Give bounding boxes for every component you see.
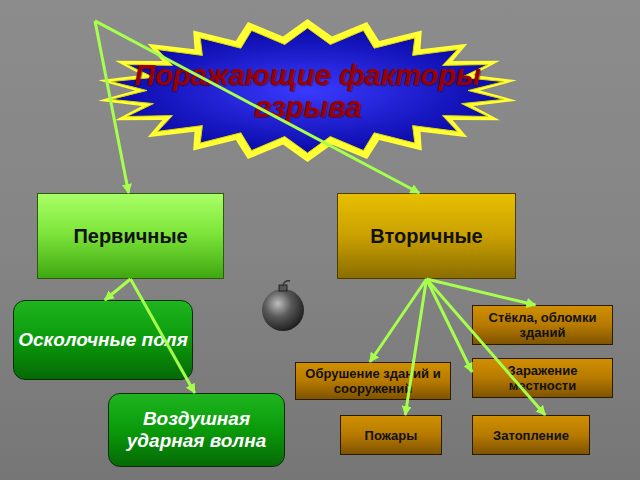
- factor-box: Осколочные поля: [13, 300, 193, 380]
- node-label: Первичные: [73, 225, 187, 248]
- factor-box: Пожары: [340, 415, 442, 455]
- connector-arrow: [427, 279, 536, 305]
- connector-arrow: [95, 21, 419, 193]
- bomb-fuse: [283, 281, 290, 285]
- starburst-glow: [98, 19, 517, 162]
- category-box: Первичные: [37, 193, 224, 279]
- node-label: Пожары: [365, 428, 418, 443]
- node-label: Вторичные: [370, 225, 482, 248]
- connector-arrow: [105, 279, 131, 300]
- node-label: Стёкла, обломки зданий: [473, 310, 612, 340]
- connector-arrow: [405, 279, 426, 415]
- node-label: Воздушная ударная волна: [109, 408, 284, 452]
- connector-arrow: [131, 279, 195, 393]
- connector-arrow: [95, 21, 129, 193]
- bomb-cap: [279, 285, 287, 291]
- connector-arrow: [370, 279, 427, 362]
- factor-box: Заражение местности: [472, 358, 613, 398]
- factor-box: Затопление: [472, 415, 590, 455]
- node-label: Обрушение зданий и сооружений: [296, 366, 450, 396]
- connector-arrow: [427, 279, 473, 372]
- starburst-title: Поражающие факторы взрыва: [95, 18, 520, 163]
- bomb-body: [262, 289, 304, 331]
- node-label: Поражающие факторы взрыва: [108, 59, 508, 123]
- category-box: Вторичные: [337, 193, 516, 279]
- factor-box: Стёкла, обломки зданий: [472, 305, 613, 345]
- factor-box: Обрушение зданий и сооружений: [295, 362, 451, 400]
- node-label: Осколочные поля: [18, 329, 188, 351]
- connector-arrow: [427, 279, 546, 415]
- factor-box: Воздушная ударная волна: [108, 393, 285, 467]
- node-label: Заражение местности: [473, 363, 612, 393]
- bomb-illustration: [255, 278, 311, 334]
- node-label: Затопление: [493, 428, 569, 443]
